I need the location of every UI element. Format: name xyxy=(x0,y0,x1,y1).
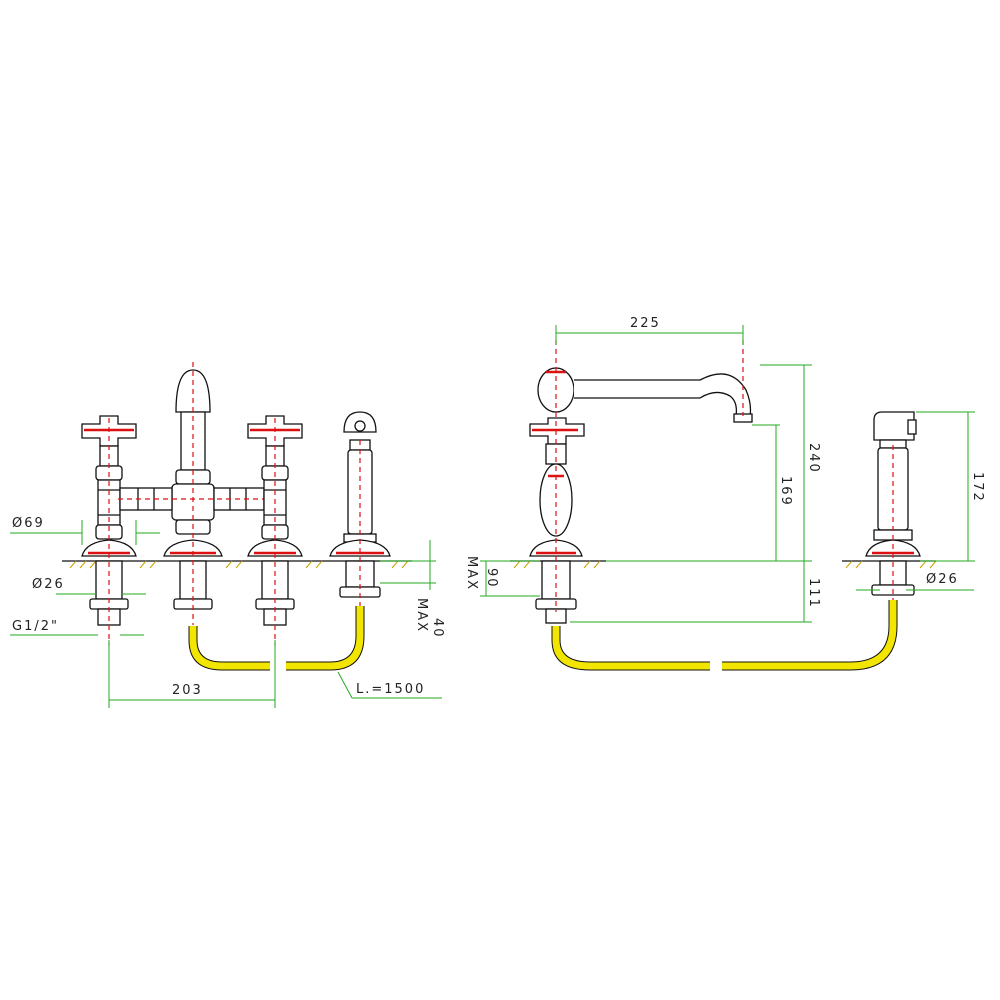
flange-diameter-label: Ø69 xyxy=(12,516,45,531)
front-flex-hoses xyxy=(188,606,365,671)
spout-reach-label: 225 xyxy=(630,316,661,331)
hose-length-label: L.=1500 xyxy=(356,682,425,697)
handshower-flex-hose xyxy=(722,600,898,671)
side-flex-hose xyxy=(551,626,710,671)
side-view: 225 240 169 MAX 90 111 xyxy=(464,316,821,671)
front-deck-thickness-label: 40 xyxy=(430,618,445,639)
side-dimensions: 225 240 169 MAX 90 111 xyxy=(464,316,821,623)
centers-label: 203 xyxy=(172,683,203,698)
side-deck-max-label: 90 xyxy=(484,568,499,589)
side-spout-body xyxy=(529,340,753,624)
left-cross-handle-valve xyxy=(81,415,137,645)
pipe-diameter-label: Ø26 xyxy=(32,577,65,592)
thread-label: G1/2" xyxy=(12,619,59,634)
side-max-label: MAX xyxy=(464,556,479,591)
handshower-pipe-diameter-label: Ø26 xyxy=(926,572,959,587)
front-view: Ø69 Ø26 G1/2" 203 L.=1500 MAX 40 xyxy=(10,362,445,708)
handshower-dimensions: 172 Ø26 xyxy=(856,411,985,591)
handshower-side-body xyxy=(865,411,921,610)
handshower-height-label: 172 xyxy=(970,472,985,503)
total-height-label: 240 xyxy=(806,443,821,474)
bridge-pipe xyxy=(118,487,268,511)
side-deck-hatch xyxy=(513,560,601,569)
front-deck-hatch xyxy=(69,560,409,569)
handshower-side-view: 172 Ø26 xyxy=(722,411,985,671)
handshower-deck-hatch xyxy=(845,560,937,569)
right-cross-handle-valve xyxy=(247,415,303,645)
outlet-height-label: 169 xyxy=(778,476,793,507)
center-spout-front xyxy=(163,362,223,625)
front-dimensions: Ø69 Ø26 G1/2" 203 L.=1500 MAX 40 xyxy=(10,516,445,708)
handshower-front xyxy=(329,411,391,615)
under-deck-label: 111 xyxy=(806,578,821,609)
front-max-label: MAX xyxy=(414,598,429,633)
